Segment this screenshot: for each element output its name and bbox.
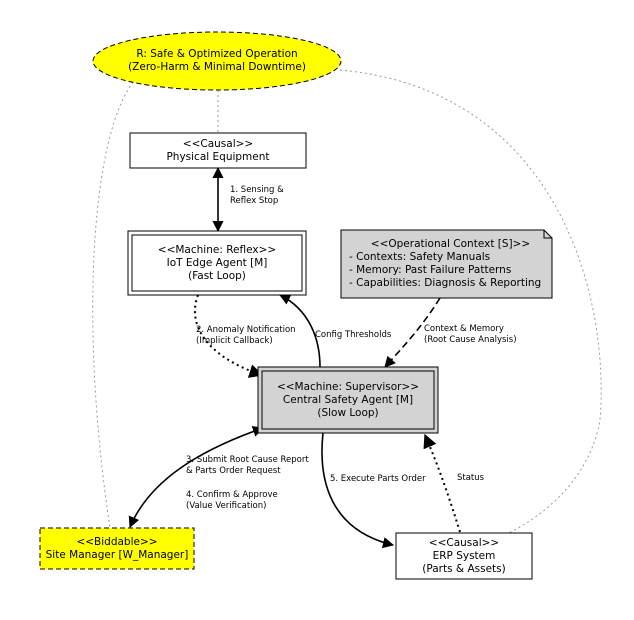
operational-context-item-memory: - Memory: Past Failure Patterns [349, 264, 512, 276]
label-anomaly-line2: (Implicit Callback) [196, 336, 273, 346]
central-safety-agent-node: <<Machine: Supervisor>> Central Safety A… [258, 367, 438, 433]
label-sensing: 1. Sensing & Reflex Stop [230, 185, 284, 207]
label-execute: 5. Execute Parts Order [330, 474, 426, 485]
edge-execute [321, 432, 395, 549]
requirement-line1: R: Safe & Optimized Operation [136, 48, 298, 60]
physical-equipment-node: <<Causal>> Physical Equipment [130, 133, 306, 168]
central-safety-agent-stereotype: <<Machine: Supervisor>> [276, 380, 420, 393]
iot-edge-agent-name: IoT Edge Agent [M] [166, 256, 268, 269]
iot-edge-agent-box [127, 230, 307, 296]
physical-equipment-name: Physical Equipment [166, 150, 270, 163]
iot-edge-agent-stereotype: <<Machine: Reflex>> [157, 243, 277, 256]
operational-context-node: <<Operational Context [S]>> - Contexts: … [341, 230, 552, 298]
label-sensing-line1: 1. Sensing & [230, 185, 284, 195]
label-context-memory: Context & Memory (Root Cause Analysis) [424, 324, 517, 346]
label-context-memory-line1: Context & Memory [424, 324, 504, 334]
site-manager-node: <<Biddable>> Site Manager [W_Manager] [40, 528, 194, 569]
label-status-line1: Status [457, 473, 485, 483]
requirement-line2: (Zero-Harm & Minimal Downtime) [128, 61, 306, 73]
iot-edge-agent-mode: (Fast Loop) [188, 269, 246, 282]
iot-edge-agent-node: <<Machine: Reflex>> IoT Edge Agent [M] (… [128, 231, 306, 295]
label-anomaly-line1: 2. Anomaly Notification [196, 325, 296, 335]
edge-context [384, 297, 441, 368]
site-manager-stereotype: <<Biddable>> [76, 535, 158, 548]
req-link-erp [339, 69, 602, 538]
label-submit-line1: 3. Submit Root Cause Report [186, 455, 309, 465]
operational-context-stereotype: <<Operational Context [S]>> [370, 238, 531, 250]
edge-config [278, 294, 321, 368]
central-safety-agent-name: Central Safety Agent [M] [282, 393, 414, 406]
label-sensing-line2: Reflex Stop [230, 196, 279, 206]
label-submit-line2: & Parts Order Request [186, 466, 281, 476]
erp-system-name: ERP System [432, 549, 496, 562]
label-config: Config Thresholds [315, 330, 391, 341]
erp-system-node: <<Causal>> ERP System (Parts & Assets) [396, 533, 532, 579]
label-context-memory-line2: (Root Cause Analysis) [424, 335, 517, 345]
operational-context-item-contexts: - Contexts: Safety Manuals [349, 251, 491, 263]
edge-status [423, 433, 461, 533]
label-status: Status [457, 473, 484, 484]
physical-equipment-stereotype: <<Causal>> [182, 137, 254, 150]
physical-equipment-box [129, 132, 307, 169]
requirement-ellipse [92, 31, 342, 91]
erp-system-box [395, 532, 533, 580]
label-anomaly: 2. Anomaly Notification (Implicit Callba… [196, 325, 296, 347]
req-link-site-manager [92, 81, 134, 529]
erp-system-detail: (Parts & Assets) [422, 562, 506, 575]
site-manager-name: Site Manager [W_Manager] [45, 548, 189, 561]
label-execute-line1: 5. Execute Parts Order [330, 474, 426, 484]
label-confirm-line1: 4. Confirm & Approve [186, 490, 278, 500]
operational-context-note [340, 229, 553, 299]
label-config-line1: Config Thresholds [315, 330, 392, 340]
edge-anomaly [193, 294, 264, 378]
central-safety-agent-box [257, 366, 439, 434]
central-safety-agent-mode: (Slow Loop) [317, 406, 379, 419]
label-confirm-line2: (Value Verification) [186, 501, 267, 511]
site-manager-box [39, 527, 195, 570]
label-confirm: 4. Confirm & Approve (Value Verification… [186, 490, 278, 512]
edge-site-manager [128, 426, 265, 529]
label-submit: 3. Submit Root Cause Report & Parts Orde… [186, 455, 309, 477]
erp-system-stereotype: <<Causal>> [428, 536, 500, 549]
operational-context-item-capabilities: - Capabilities: Diagnosis & Reporting [349, 277, 542, 289]
requirement-node: R: Safe & Optimized Operation (Zero-Harm… [93, 32, 341, 90]
